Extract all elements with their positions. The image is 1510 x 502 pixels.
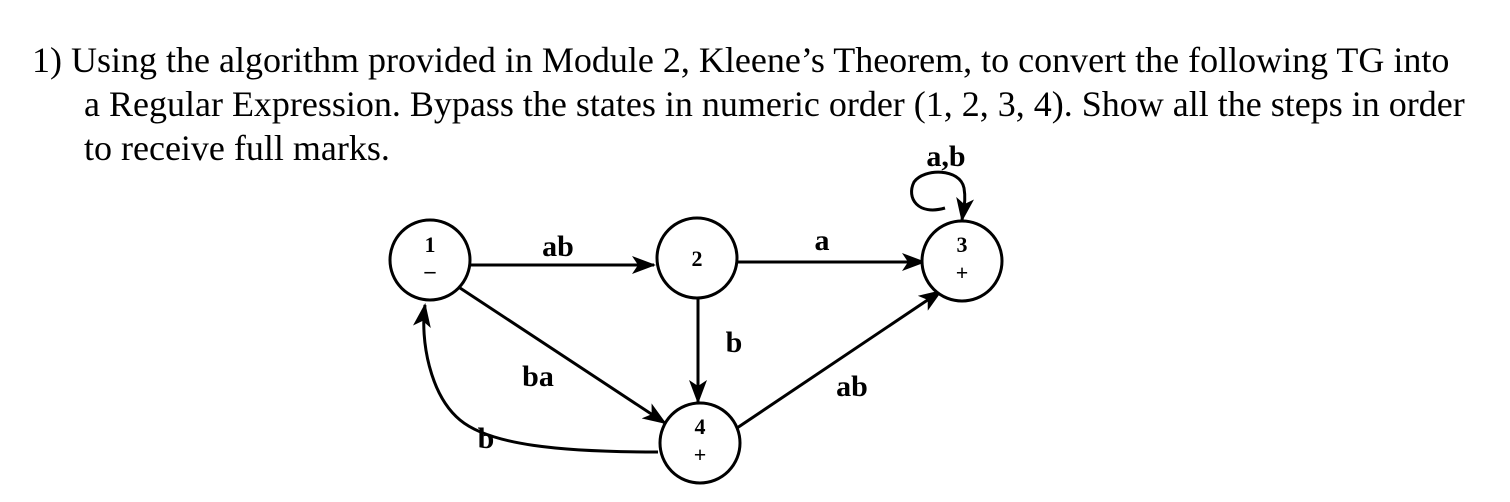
- edge-label-4-1: b: [478, 422, 495, 455]
- state-4: 4 +: [658, 401, 742, 485]
- question-line-3: to receive full marks.: [84, 128, 390, 168]
- question-line-2: a Regular Expression. Bypass the states …: [84, 84, 1465, 124]
- state-3-marker: +: [956, 260, 969, 285]
- edge-1-4: [456, 284, 667, 425]
- state-2: 2: [655, 216, 739, 300]
- state-1-id: 1: [425, 232, 436, 257]
- edge-4-1: [412, 303, 659, 454]
- state-1-marker: –: [424, 258, 437, 283]
- edge-label-2-3: a: [815, 224, 830, 257]
- edge-label-4-3: ab: [836, 370, 868, 403]
- edge-label-1-4: ba: [522, 360, 554, 393]
- edge-label-1-2: ab: [542, 230, 574, 263]
- edge-3-3-loop: [910, 170, 975, 222]
- state-4-marker: +: [694, 442, 707, 467]
- state-3-id: 3: [957, 232, 968, 257]
- question-text: 1) Using the algorithm provided in Modul…: [32, 38, 1472, 170]
- state-1: 1 –: [388, 218, 472, 302]
- edge-4-3: [733, 289, 943, 432]
- edge-label-2-4: b: [726, 326, 743, 359]
- state-2-id: 2: [692, 246, 703, 271]
- state-4-id: 4: [695, 414, 706, 439]
- question-line-1: 1) Using the algorithm provided in Modul…: [32, 40, 1450, 80]
- edge-label-3-3: a,b: [926, 140, 965, 173]
- state-3: 3 +: [920, 219, 1004, 303]
